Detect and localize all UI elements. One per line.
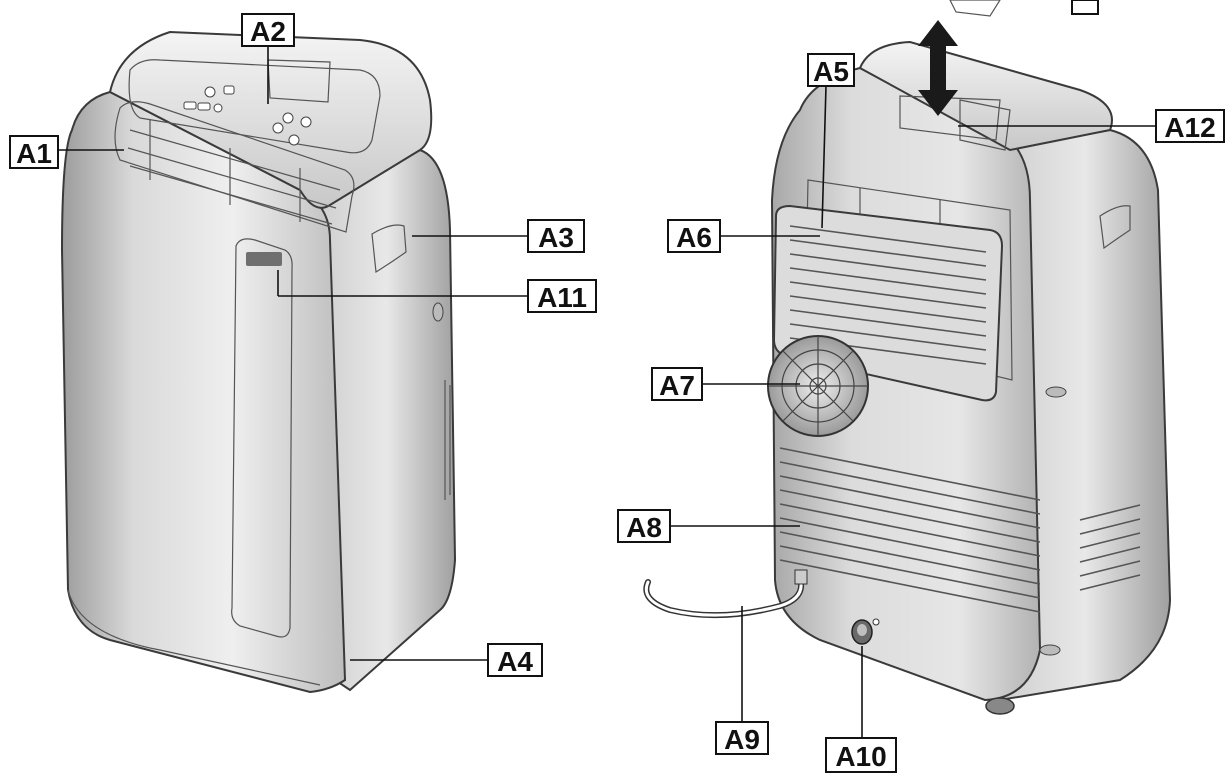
side-carry-handle <box>371 224 407 274</box>
label-A8: A8 <box>617 509 671 543</box>
svg-text:A4: A4 <box>497 646 533 677</box>
lower-air-inlet-grille <box>779 447 1041 613</box>
drain-cap-icon <box>851 618 880 645</box>
svg-text:A3: A3 <box>538 222 574 253</box>
rear-base-hole <box>1039 644 1061 656</box>
svg-text:A10: A10 <box>835 741 886 772</box>
front-vertical-panel <box>231 238 293 638</box>
side-vents <box>444 380 451 500</box>
label-A4: A4 <box>487 643 543 677</box>
rear-unit <box>643 0 1172 715</box>
svg-text:A5: A5 <box>813 56 849 87</box>
svg-text:A2: A2 <box>250 16 286 47</box>
outlet-louvres <box>127 120 341 225</box>
rear-unit-side-panel <box>999 128 1172 702</box>
label-A1: A1 <box>9 135 59 169</box>
label-A6: A6 <box>667 219 721 253</box>
rear-grille-slats <box>789 225 987 365</box>
front-air-outlet <box>114 101 355 233</box>
svg-text:A11: A11 <box>537 282 587 313</box>
svg-text:A9: A9 <box>724 724 760 755</box>
label-A5: A5 <box>807 53 855 87</box>
rear-top-control-strip <box>899 95 1001 141</box>
label-A11: A11 <box>527 279 597 313</box>
partial-label-box <box>1071 0 1099 15</box>
label-A3: A3 <box>527 219 585 253</box>
fan-guard-icon <box>767 335 869 437</box>
front-unit-top <box>108 30 433 209</box>
power-indicator <box>246 252 282 266</box>
front-unit-control-panel <box>128 59 381 154</box>
rear-side-grille <box>1079 504 1141 591</box>
svg-text:A8: A8 <box>626 512 662 543</box>
front-unit-base <box>67 589 321 686</box>
leader-lines <box>58 46 1174 738</box>
rear-side-hole <box>1045 386 1067 398</box>
side-drain-hole <box>432 302 444 322</box>
front-unit-side-panel <box>316 148 457 692</box>
front-unit <box>60 30 457 694</box>
control-buttons <box>183 85 312 146</box>
double-arrow-icon <box>918 20 958 116</box>
label-A9: A9 <box>715 721 769 755</box>
label-A12: A12 <box>1155 109 1225 143</box>
label-A2: A2 <box>241 13 295 47</box>
svg-text:A12: A12 <box>1164 112 1215 143</box>
svg-text:A7: A7 <box>659 370 695 401</box>
lifted-top-cover <box>949 0 1001 17</box>
rear-wheel <box>985 697 1015 715</box>
label-A10: A10 <box>825 737 897 773</box>
rear-side-handle <box>1099 205 1131 250</box>
svg-text:A1: A1 <box>16 138 52 169</box>
rear-unit-top <box>858 40 1113 152</box>
cable-outlet <box>794 569 808 585</box>
svg-text:A6: A6 <box>676 222 712 253</box>
label-A7: A7 <box>651 367 703 401</box>
front-unit-top-handle <box>267 59 331 103</box>
